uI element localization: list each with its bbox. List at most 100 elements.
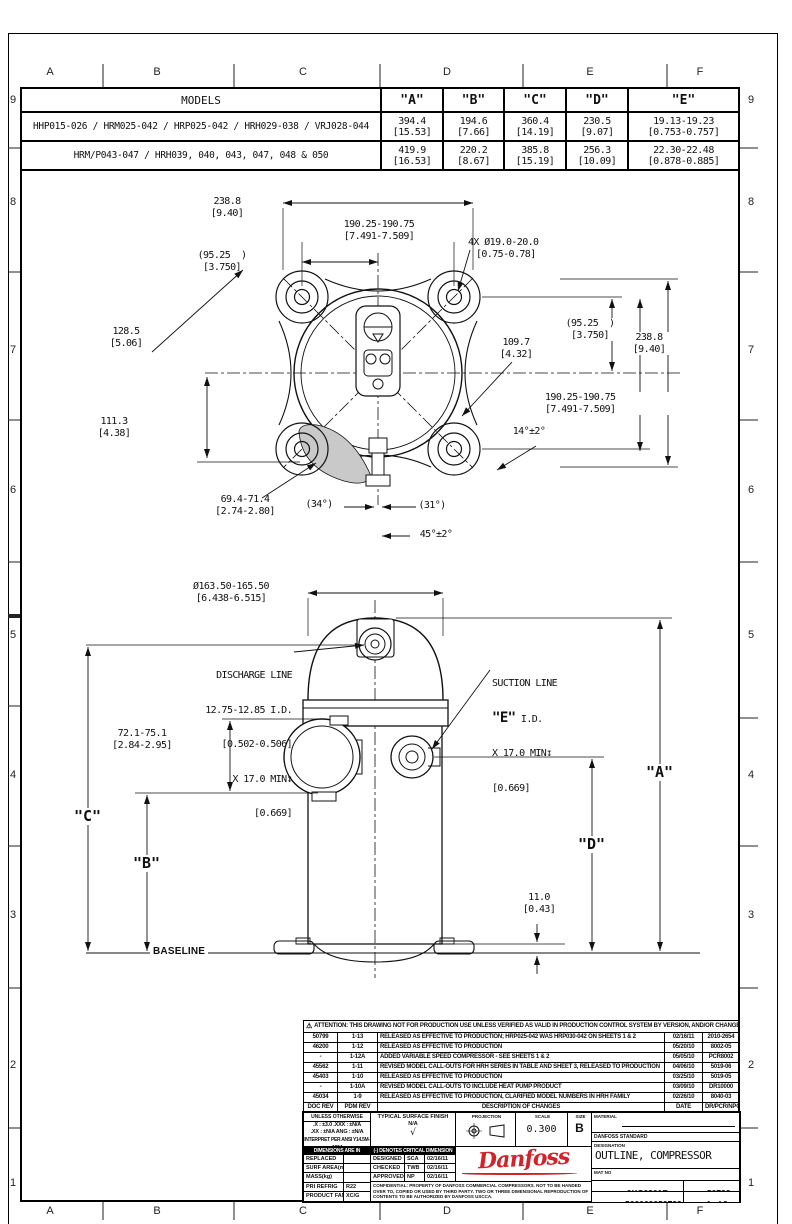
zone-letter: E — [586, 1205, 594, 1217]
dim-label: 111.3[4.38] — [97, 416, 131, 439]
value-cell: 19.13-19.23[0.753-0.757] — [627, 111, 740, 142]
dim-label: (34°) — [305, 499, 333, 510]
dim-letter-c: "C" — [72, 807, 104, 825]
revision-table: ⚠ATTENTION: THIS DRAWING NOT FOR PRODUCT… — [303, 1020, 740, 1113]
zone-number: 5 — [9, 629, 17, 641]
projection-symbol-icon — [465, 1122, 504, 1139]
rev-value: 50799 — [707, 1188, 731, 1191]
zone-letter: C — [299, 1205, 307, 1217]
value-cell: 360.4[14.19] — [503, 111, 567, 142]
dwg-no-value: 0XC6301B — [627, 1188, 669, 1191]
outer-border-left — [8, 33, 9, 1224]
surf-area-label: SURF AREA(m²) — [306, 1164, 344, 1173]
zone-number: 4 — [747, 769, 755, 781]
zone-number: 2 — [9, 1059, 17, 1071]
zone-letter: E — [586, 66, 594, 78]
outer-border-right — [777, 33, 778, 1224]
dim-label: 11.0[0.43] — [522, 892, 556, 915]
logo-underline — [462, 1172, 577, 1175]
value-cell: 230.5[9.07] — [565, 111, 629, 142]
dim-label: Ø163.50-165.50[6.438-6.515] — [193, 581, 269, 604]
zone-number: 9 — [9, 94, 17, 106]
zone-number: 5 — [747, 629, 755, 641]
surface-finish-icon: √ — [410, 1128, 416, 1138]
zone-letter: A — [46, 1205, 54, 1217]
zone-number: 6 — [9, 484, 17, 496]
models-cell: HHP015-026 / HRM025-042 / HRP025-042 / H… — [20, 111, 382, 142]
tolerance-box: .X : ±3.0 .XXX : ±N/A .XX : ±N/A ANG : ±… — [303, 1121, 371, 1147]
outer-border-top — [8, 33, 777, 34]
ecn-cell: ECN NO 500000050799 — [591, 1191, 684, 1203]
attention-cell: ⚠ATTENTION: THIS DRAWING NOT FOR PRODUCT… — [303, 1020, 740, 1033]
pri-refrig-label: PRI REFRIG — [304, 1182, 344, 1191]
models-cell: HRM/P043-047 / HRH039, 040, 043, 047, 04… — [20, 140, 382, 171]
baseline-label: BASELINE — [150, 946, 209, 957]
zone-number: 1 — [747, 1177, 755, 1189]
col-header-d: "D" — [565, 87, 629, 113]
side-view-dimensions — [85, 590, 672, 974]
zone-letter: D — [443, 1205, 451, 1217]
confidential-note: CONFIDENTIAL: PROPERTY OF DANFOSS COMMER… — [370, 1181, 592, 1202]
dim-label: 128.5[5.06] — [109, 326, 143, 349]
dim-label: 190.25-190.75[7.491-7.509] — [545, 392, 705, 415]
zone-number: 3 — [747, 909, 755, 921]
dim-letter-b: "B" — [131, 854, 163, 872]
dim-letter-d: "D" — [576, 835, 608, 853]
models-table: MODELS "A" "B" "C" "D" "E" HHP015-026 / … — [20, 87, 740, 171]
mass-label: MASS(kg) — [304, 1173, 344, 1182]
dim-label: 109.7[4.32] — [499, 337, 533, 360]
checked-label: CHECKED — [371, 1164, 405, 1172]
projection-cell: PROJECTION — [455, 1112, 516, 1147]
size-cell: SIZE B — [567, 1112, 592, 1147]
models-header: MODELS — [20, 87, 382, 113]
zone-number: 2 — [747, 1059, 755, 1071]
material-cell: MATERIAL — [591, 1112, 740, 1133]
col-header-e: "E" — [627, 87, 740, 113]
zone-letter: F — [696, 66, 704, 78]
zone-number: 1 — [9, 1177, 17, 1189]
value-cell: 394.4[15.53] — [380, 111, 444, 142]
pri-refrig-value: R22 — [346, 1183, 357, 1190]
value-cell: 419.9[16.53] — [380, 140, 444, 171]
scale-cell: SCALE 0.300 — [515, 1112, 568, 1147]
approved-label: APPROVED — [373, 1173, 405, 1181]
dim-label: 72.1-75.1[2.84-2.95] — [112, 728, 172, 751]
surface-finish-box: TYPICAL SURFACE FINISH N/A √ — [370, 1112, 456, 1147]
table-row: HRM/P043-047 / HRH039, 040, 043, 047, 04… — [20, 140, 740, 171]
dim-letter-a: "A" — [644, 763, 676, 781]
zone-number: 8 — [747, 196, 755, 208]
ecn-value: 500000050799 — [625, 1199, 682, 1202]
material-blank-line — [622, 1125, 735, 1127]
zone-number: 3 — [9, 909, 17, 921]
value-cell: 194.6[7.66] — [442, 111, 505, 142]
designation-value: OUTLINE, COMPRESSOR — [595, 1148, 712, 1162]
dim-label: 14°±2° — [497, 426, 561, 438]
zone-number: 8 — [9, 196, 17, 208]
zone-letter: D — [443, 66, 451, 78]
col-header-a: "A" — [380, 87, 444, 113]
warning-icon: ⚠ — [306, 1023, 313, 1030]
value-cell: 385.8[15.19] — [503, 140, 567, 171]
zone-number: 4 — [9, 769, 17, 781]
designation-cell: DESIGNATION OUTLINE, COMPRESSOR — [591, 1141, 740, 1169]
suction-line-label: SUCTION LINE "E" I.D. X 17.0 MIN↧ [0.669… — [492, 678, 558, 794]
dim-label: 238.8[9.40] — [617, 332, 681, 355]
danfoss-logo: Danfoss — [455, 1146, 592, 1182]
side-view-linework — [86, 600, 700, 978]
table-row: HHP015-026 / HRM025-042 / HRP025-042 / H… — [20, 111, 740, 142]
discharge-line-label: DISCHARGE LINE 12.75-12.85 I.D. [0.502-0… — [205, 670, 292, 819]
zone-number: 6 — [747, 484, 755, 496]
attention-row: ⚠ATTENTION: THIS DRAWING NOT FOR PRODUCT… — [303, 1020, 740, 1033]
sheet-cell: SHT 1 of 3 — [683, 1191, 740, 1203]
dim-label: 45°±2° — [419, 529, 453, 540]
value-cell: 256.3[10.09] — [565, 140, 629, 171]
